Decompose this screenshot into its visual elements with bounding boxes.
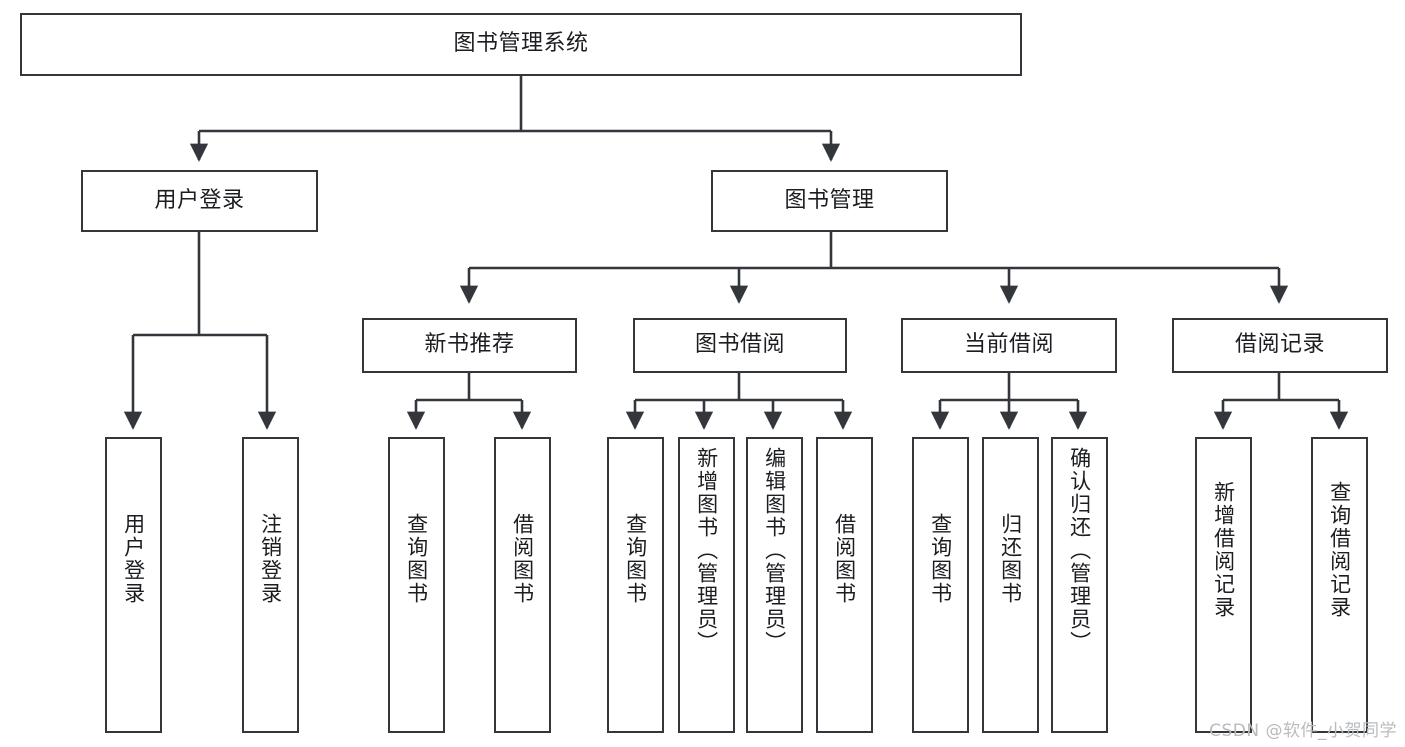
leaf-new-book-borrow-book[interactable]: 借阅图书	[494, 437, 551, 733]
node-label: 用户登录	[121, 513, 146, 605]
leaf-borrow-record-query-record[interactable]: 查询借阅记录	[1311, 437, 1368, 733]
leaf-user-login-signin[interactable]: 用户登录	[105, 437, 162, 733]
node-label: 借阅图书	[510, 513, 535, 605]
leaf-book-borrow-add-book-admin[interactable]: 新增图书（管理员）	[678, 437, 735, 733]
leaf-current-borrow-return-book[interactable]: 归还图书	[982, 437, 1039, 733]
node-label: 图书管理	[784, 187, 875, 213]
node-new-book-recommend[interactable]: 新书推荐	[362, 318, 577, 373]
node-label: 确认归还（管理员）	[1067, 447, 1092, 654]
leaf-book-borrow-borrow-book[interactable]: 借阅图书	[816, 437, 873, 733]
node-label: 查询借阅记录	[1327, 481, 1352, 619]
node-user-login[interactable]: 用户登录	[81, 170, 318, 232]
node-label: 图书借阅	[694, 332, 785, 358]
node-label: 用户登录	[154, 187, 245, 213]
node-label: 查询图书	[623, 513, 648, 605]
node-label: 注销登录	[258, 513, 283, 605]
leaf-current-borrow-confirm-return-admin[interactable]: 确认归还（管理员）	[1051, 437, 1108, 733]
leaf-new-book-query-book[interactable]: 查询图书	[388, 437, 445, 733]
leaf-book-borrow-query-book[interactable]: 查询图书	[607, 437, 664, 733]
node-label: 查询图书	[404, 513, 429, 605]
leaf-borrow-record-add-record[interactable]: 新增借阅记录	[1195, 437, 1252, 733]
node-label: 图书管理系统	[453, 31, 589, 57]
node-root-book-management-system[interactable]: 图书管理系统	[20, 13, 1022, 76]
node-label: 查询图书	[928, 513, 953, 605]
node-label: 归还图书	[998, 513, 1023, 605]
node-label: 借阅记录	[1234, 332, 1325, 358]
node-current-borrow[interactable]: 当前借阅	[901, 318, 1117, 373]
leaf-book-borrow-edit-book-admin[interactable]: 编辑图书（管理员）	[746, 437, 803, 733]
node-label: 编辑图书（管理员）	[762, 447, 787, 654]
leaf-current-borrow-query-book[interactable]: 查询图书	[912, 437, 969, 733]
node-label: 借阅图书	[832, 513, 857, 605]
leaf-user-login-signout[interactable]: 注销登录	[242, 437, 299, 733]
node-borrow-record[interactable]: 借阅记录	[1172, 318, 1388, 373]
node-label: 新书推荐	[424, 332, 515, 358]
node-book-management[interactable]: 图书管理	[711, 170, 948, 232]
csdn-watermark: CSDN @软件_小贺同学	[1209, 721, 1397, 741]
node-label: 新增借阅记录	[1211, 481, 1236, 619]
node-label: 新增图书（管理员）	[694, 447, 719, 654]
node-book-borrow[interactable]: 图书借阅	[633, 318, 847, 373]
node-label: 当前借阅	[963, 332, 1054, 358]
